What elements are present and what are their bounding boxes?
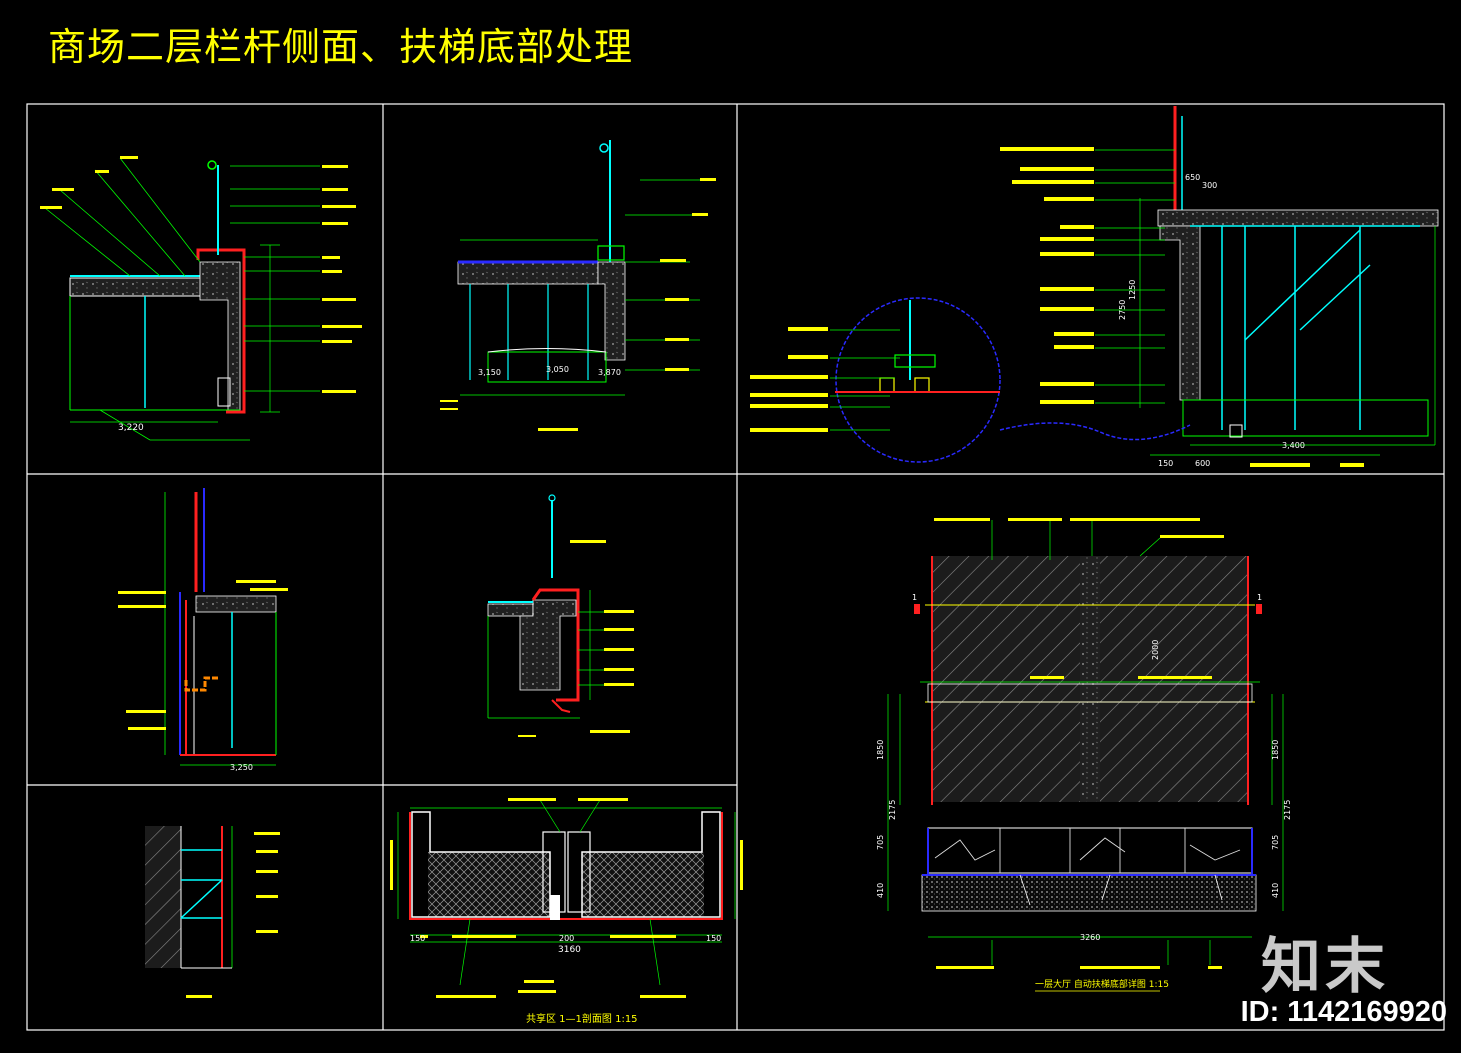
panel3-150-dim: 150 <box>1158 459 1173 468</box>
sheet-frame <box>26 103 1445 1031</box>
panel8-150a-dim: 150 <box>410 934 425 943</box>
panel-railing-section-2: 3,150 3,050 3,870 <box>440 140 716 431</box>
panel2-left-dim: 3,150 <box>478 368 501 377</box>
panel9-caption: 一层大厅 自动扶梯底部详图 1:15 <box>1035 978 1169 990</box>
panel3-600-dim: 600 <box>1195 459 1210 468</box>
panel8-150b-dim: 150 <box>706 934 721 943</box>
panel9-2175-left: 2175 <box>888 800 897 820</box>
panel9-705-left: 705 <box>876 835 885 850</box>
panel9-2000-dim: 2000 <box>1151 640 1160 660</box>
panel-edge-section-5 <box>487 494 634 737</box>
panel9-1850-left: 1850 <box>876 740 885 760</box>
watermark-logo: 知末 <box>1261 932 1389 1002</box>
panel9-width-dim: 3260 <box>1080 933 1100 942</box>
panel-escalator-elevation: 1 1 1850 1850 2175 2175 705 705 410 410 … <box>876 518 1292 992</box>
panel9-2175-right: 2175 <box>1283 800 1292 820</box>
panel9-410-left: 410 <box>876 883 885 898</box>
panel3-2750-dim: 2750 <box>1118 300 1127 320</box>
watermark-id: ID: 1142169920 <box>1240 996 1447 1028</box>
panel-section-1-1: 3160 150 150 200 共享区 1—1剖面图 1:15 <box>390 798 743 1025</box>
panel-railing-section-1: 3,220 <box>40 156 362 441</box>
drawing-title: 商场二层栏杆侧面、扶梯底部处理 <box>48 25 634 69</box>
panel8-caption: 共享区 1—1剖面图 1:15 <box>526 1012 638 1025</box>
section-mark-left: 1 <box>912 593 917 602</box>
panel9-1850-right: 1850 <box>1271 740 1280 760</box>
panel1-width-dim: 3,220 <box>118 423 144 433</box>
panel2-right-dim: 3,870 <box>598 368 621 377</box>
panel4-width-dim: 3,250 <box>230 763 253 772</box>
panel3-1250-dim: 1250 <box>1128 280 1137 300</box>
panel8-200-dim: 200 <box>559 934 574 943</box>
panel3-300-dim: 300 <box>1202 181 1217 190</box>
panel3-650-dim: 650 <box>1185 173 1200 182</box>
panel-bracket-section-7 <box>145 826 280 998</box>
panel2-mid-dim: 3,050 <box>546 365 569 374</box>
panel3-3400-dim: 3,400 <box>1282 441 1305 450</box>
section-mark-right: 1 <box>1257 593 1262 602</box>
panel9-705-right: 705 <box>1271 835 1280 850</box>
panel9-410-right: 410 <box>1271 883 1280 898</box>
panel8-total-dim: 3160 <box>558 945 581 955</box>
panel-railing-section-4: 3,250 <box>118 488 288 772</box>
panel-railing-detail-3: 650 300 1250 2750 3,400 150 600 <box>750 106 1439 468</box>
